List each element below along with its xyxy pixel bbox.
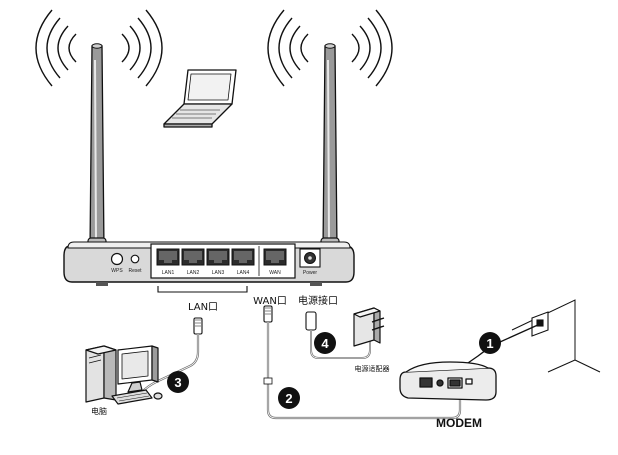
wall [511,299,601,373]
lan-port-4 [231,248,255,266]
wifi-signal-right-icon [267,9,393,87]
power-label: Power [303,270,318,276]
desktop-computer-icon [85,345,163,405]
laptop-icon [163,69,237,128]
step-3-number: 3 [174,375,181,390]
modem-label: MODEM [436,416,482,430]
step-1-number: 1 [486,336,493,351]
power-adapter-label: 电源适配器 [355,364,390,373]
step-badge-2: 2 [278,387,300,409]
wan-label: WAN [269,270,281,276]
lan-bracket [157,286,248,293]
power-adapter-icon [353,307,385,347]
step-4-number: 4 [321,336,329,351]
lan1-label: LAN1 [162,270,175,276]
lan-port-2 [181,248,205,266]
reset-label: Reset [128,268,142,274]
step-badge-1: 1 [479,332,501,354]
wan-port-label: WAN口 [253,296,287,307]
wps-label: WPS [111,268,123,274]
lan-cable [141,317,203,393]
wan-cable [263,305,462,420]
power-port-label: 电源接口 [298,294,338,307]
reset-button [130,254,140,264]
step-2-number: 2 [285,391,292,406]
modem-icon [399,361,497,401]
lan-port-label: LAN口 [188,302,218,313]
lan2-label: LAN2 [187,270,200,276]
lan-port-1 [156,248,180,266]
antenna-right [320,43,340,253]
router: WPS Reset LAN1 LAN2 LAN3 LAN4 WAN [63,241,355,286]
step-badge-4: 4 [314,332,336,354]
power-cable [305,311,371,359]
wps-button [110,252,124,266]
computer-label: 电脑 [91,406,107,416]
lan-port-3 [206,248,230,266]
antenna-left [87,43,107,253]
lan4-label: LAN4 [237,270,250,276]
wan-port [263,248,287,266]
lan3-label: LAN3 [212,270,225,276]
step-badge-3: 3 [167,371,189,393]
wifi-signal-left-icon [35,9,163,87]
